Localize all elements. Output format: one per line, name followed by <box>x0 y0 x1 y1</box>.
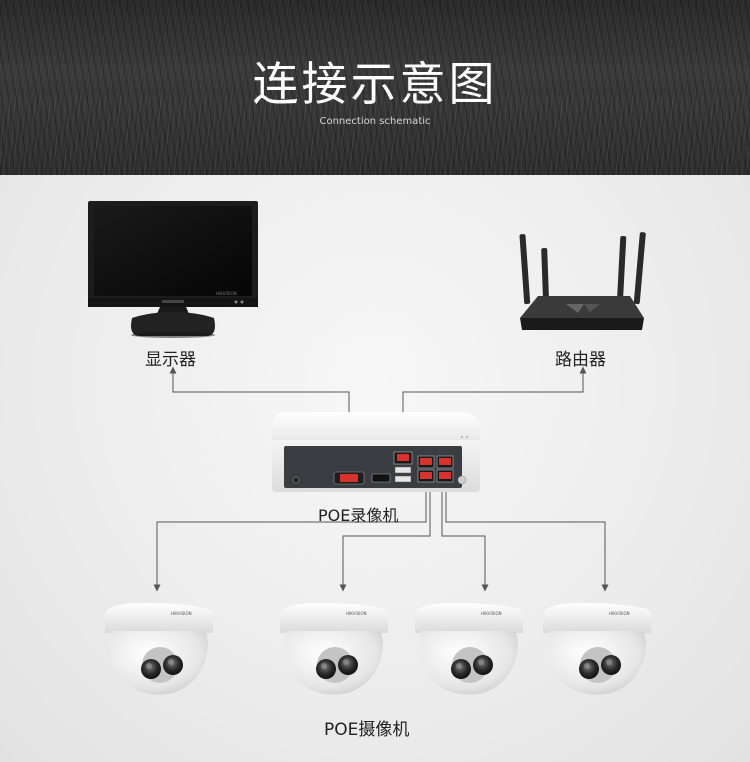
router-label: 路由器 <box>555 350 606 370</box>
camera-brand-text: HIKVISION <box>346 611 367 616</box>
camera-3-icon: HIKVISION <box>415 603 525 695</box>
nvr-label: POE录像机 <box>318 506 399 525</box>
header-banner: 连接示意图 Connection schematic <box>0 0 750 175</box>
camera-4-icon: HIKVISION <box>543 603 653 695</box>
nvr-icon <box>272 412 480 492</box>
monitor-label: 显示器 <box>145 350 196 370</box>
camera-brand-text: HIKVISION <box>481 611 502 616</box>
cameras-label: POE摄像机 <box>324 720 410 740</box>
page-title: 连接示意图 <box>252 57 498 111</box>
monitor-icon <box>88 201 258 338</box>
camera-1-icon: HIKVISION <box>105 603 215 695</box>
camera-brand-text: HIKVISION <box>609 611 630 616</box>
monitor-brand-text: HIKVISION <box>216 291 237 296</box>
camera-brand-text: HIKVISION <box>171 611 192 616</box>
camera-2-icon: HIKVISION <box>280 603 390 695</box>
router-icon <box>519 232 646 330</box>
page-subtitle: Connection schematic <box>319 116 431 127</box>
